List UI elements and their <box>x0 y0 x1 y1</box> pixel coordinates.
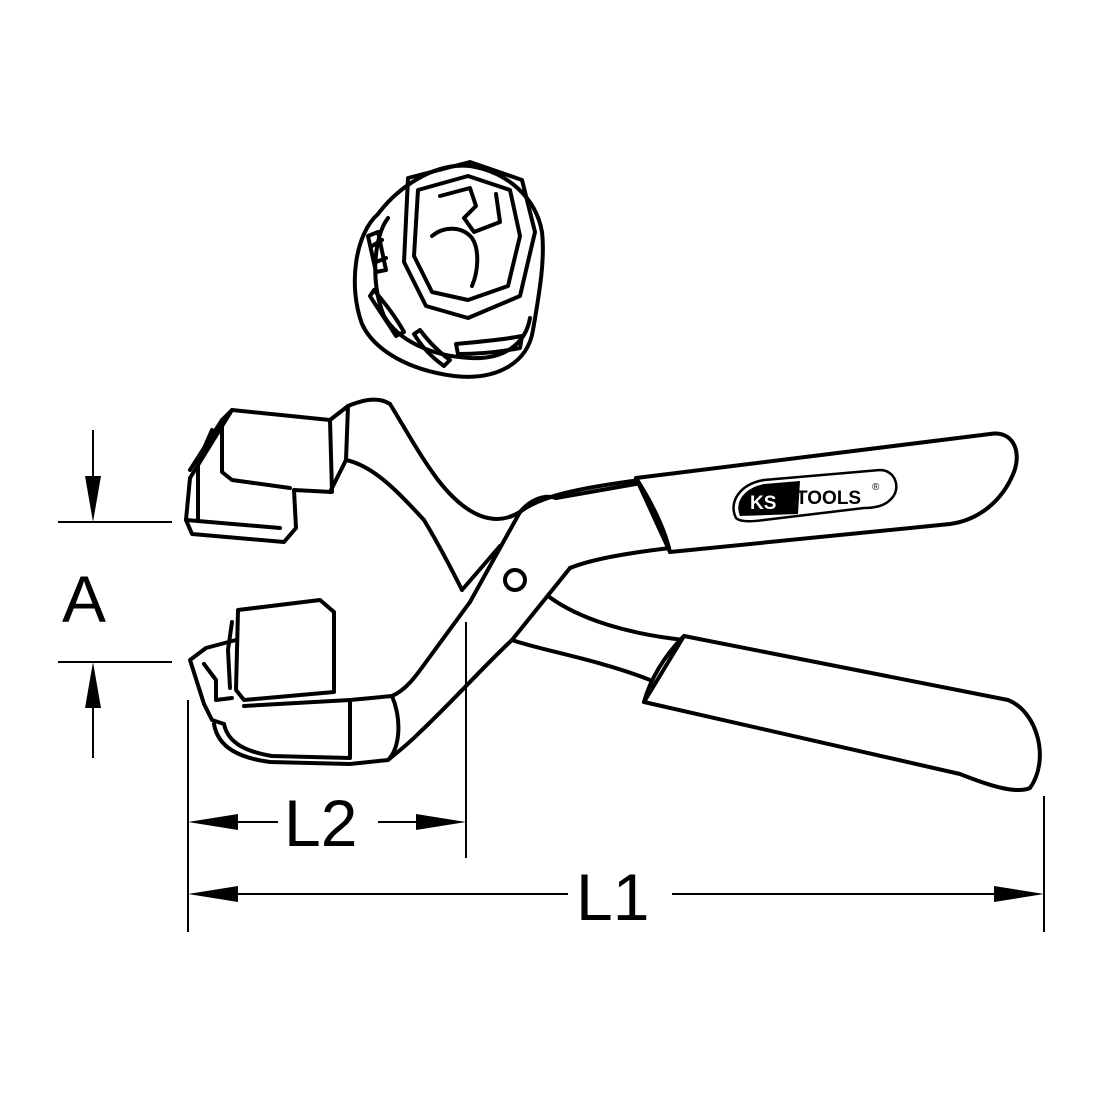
arrowhead-l2-right <box>416 814 466 830</box>
logo-tools-text: TOOLS <box>796 488 861 509</box>
dimension-l2: L2 <box>187 622 467 932</box>
lower-jaw <box>188 598 401 766</box>
dimension-label-l2: L2 <box>284 786 357 860</box>
plier-body <box>344 402 686 762</box>
upper-jaw <box>184 397 392 544</box>
arrowhead-a-top <box>85 476 101 522</box>
lower-handle-grip <box>642 634 1042 793</box>
ks-tools-logo: KS TOOLS ® <box>732 468 898 523</box>
arrowhead-a-bottom <box>85 662 101 708</box>
logo-ks-text: KS <box>750 493 776 514</box>
dimension-a: A <box>58 430 172 758</box>
dimension-l1: L1 <box>188 796 1045 934</box>
arrowhead-l2-left <box>188 814 238 830</box>
arrowhead-l1-left <box>188 886 238 902</box>
dimension-label-a: A <box>62 562 106 636</box>
arrowhead-l1-right <box>994 886 1044 902</box>
socket-insert <box>352 160 545 379</box>
pivot-rivet <box>503 568 527 592</box>
dimension-label-l1: L1 <box>576 860 649 934</box>
logo-registered-mark: ® <box>872 482 880 493</box>
